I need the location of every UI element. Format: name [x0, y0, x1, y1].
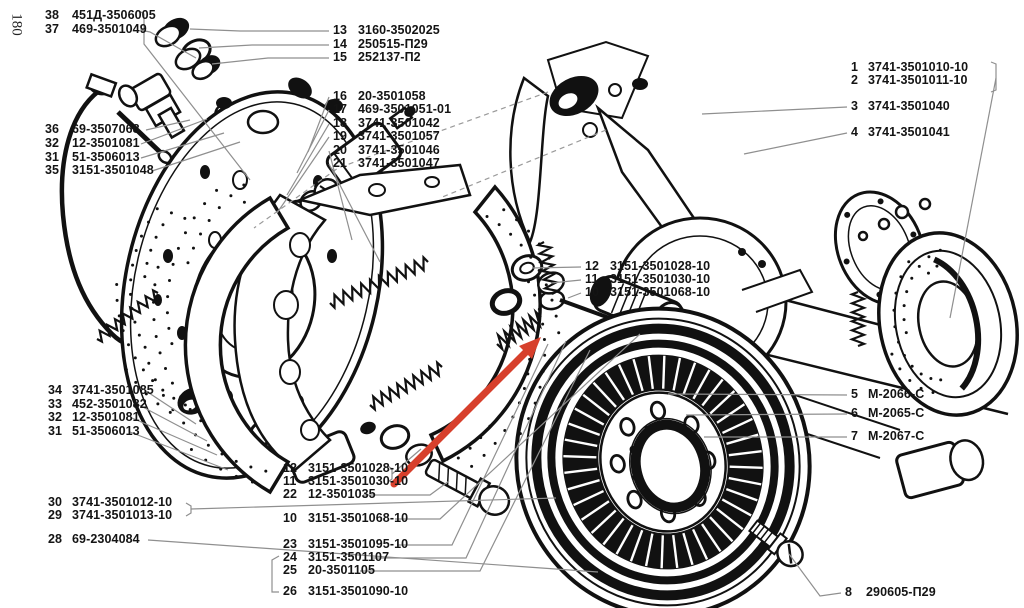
- leader-lines: [129, 10, 997, 597]
- right-brake-assembly-drawing: [857, 197, 1019, 500]
- drum-screw-drawing: [748, 519, 804, 568]
- assembly-dashed-lines: [253, 91, 607, 229]
- springs-drawing: [96, 241, 868, 413]
- brake-drum-drawing: [514, 306, 812, 608]
- lining-stipple-drawing: [115, 183, 943, 484]
- brake-shoes-drawing: [183, 163, 542, 495]
- red-pointer-arrow: [390, 337, 541, 488]
- wheel-bolt-drawing: [424, 458, 511, 516]
